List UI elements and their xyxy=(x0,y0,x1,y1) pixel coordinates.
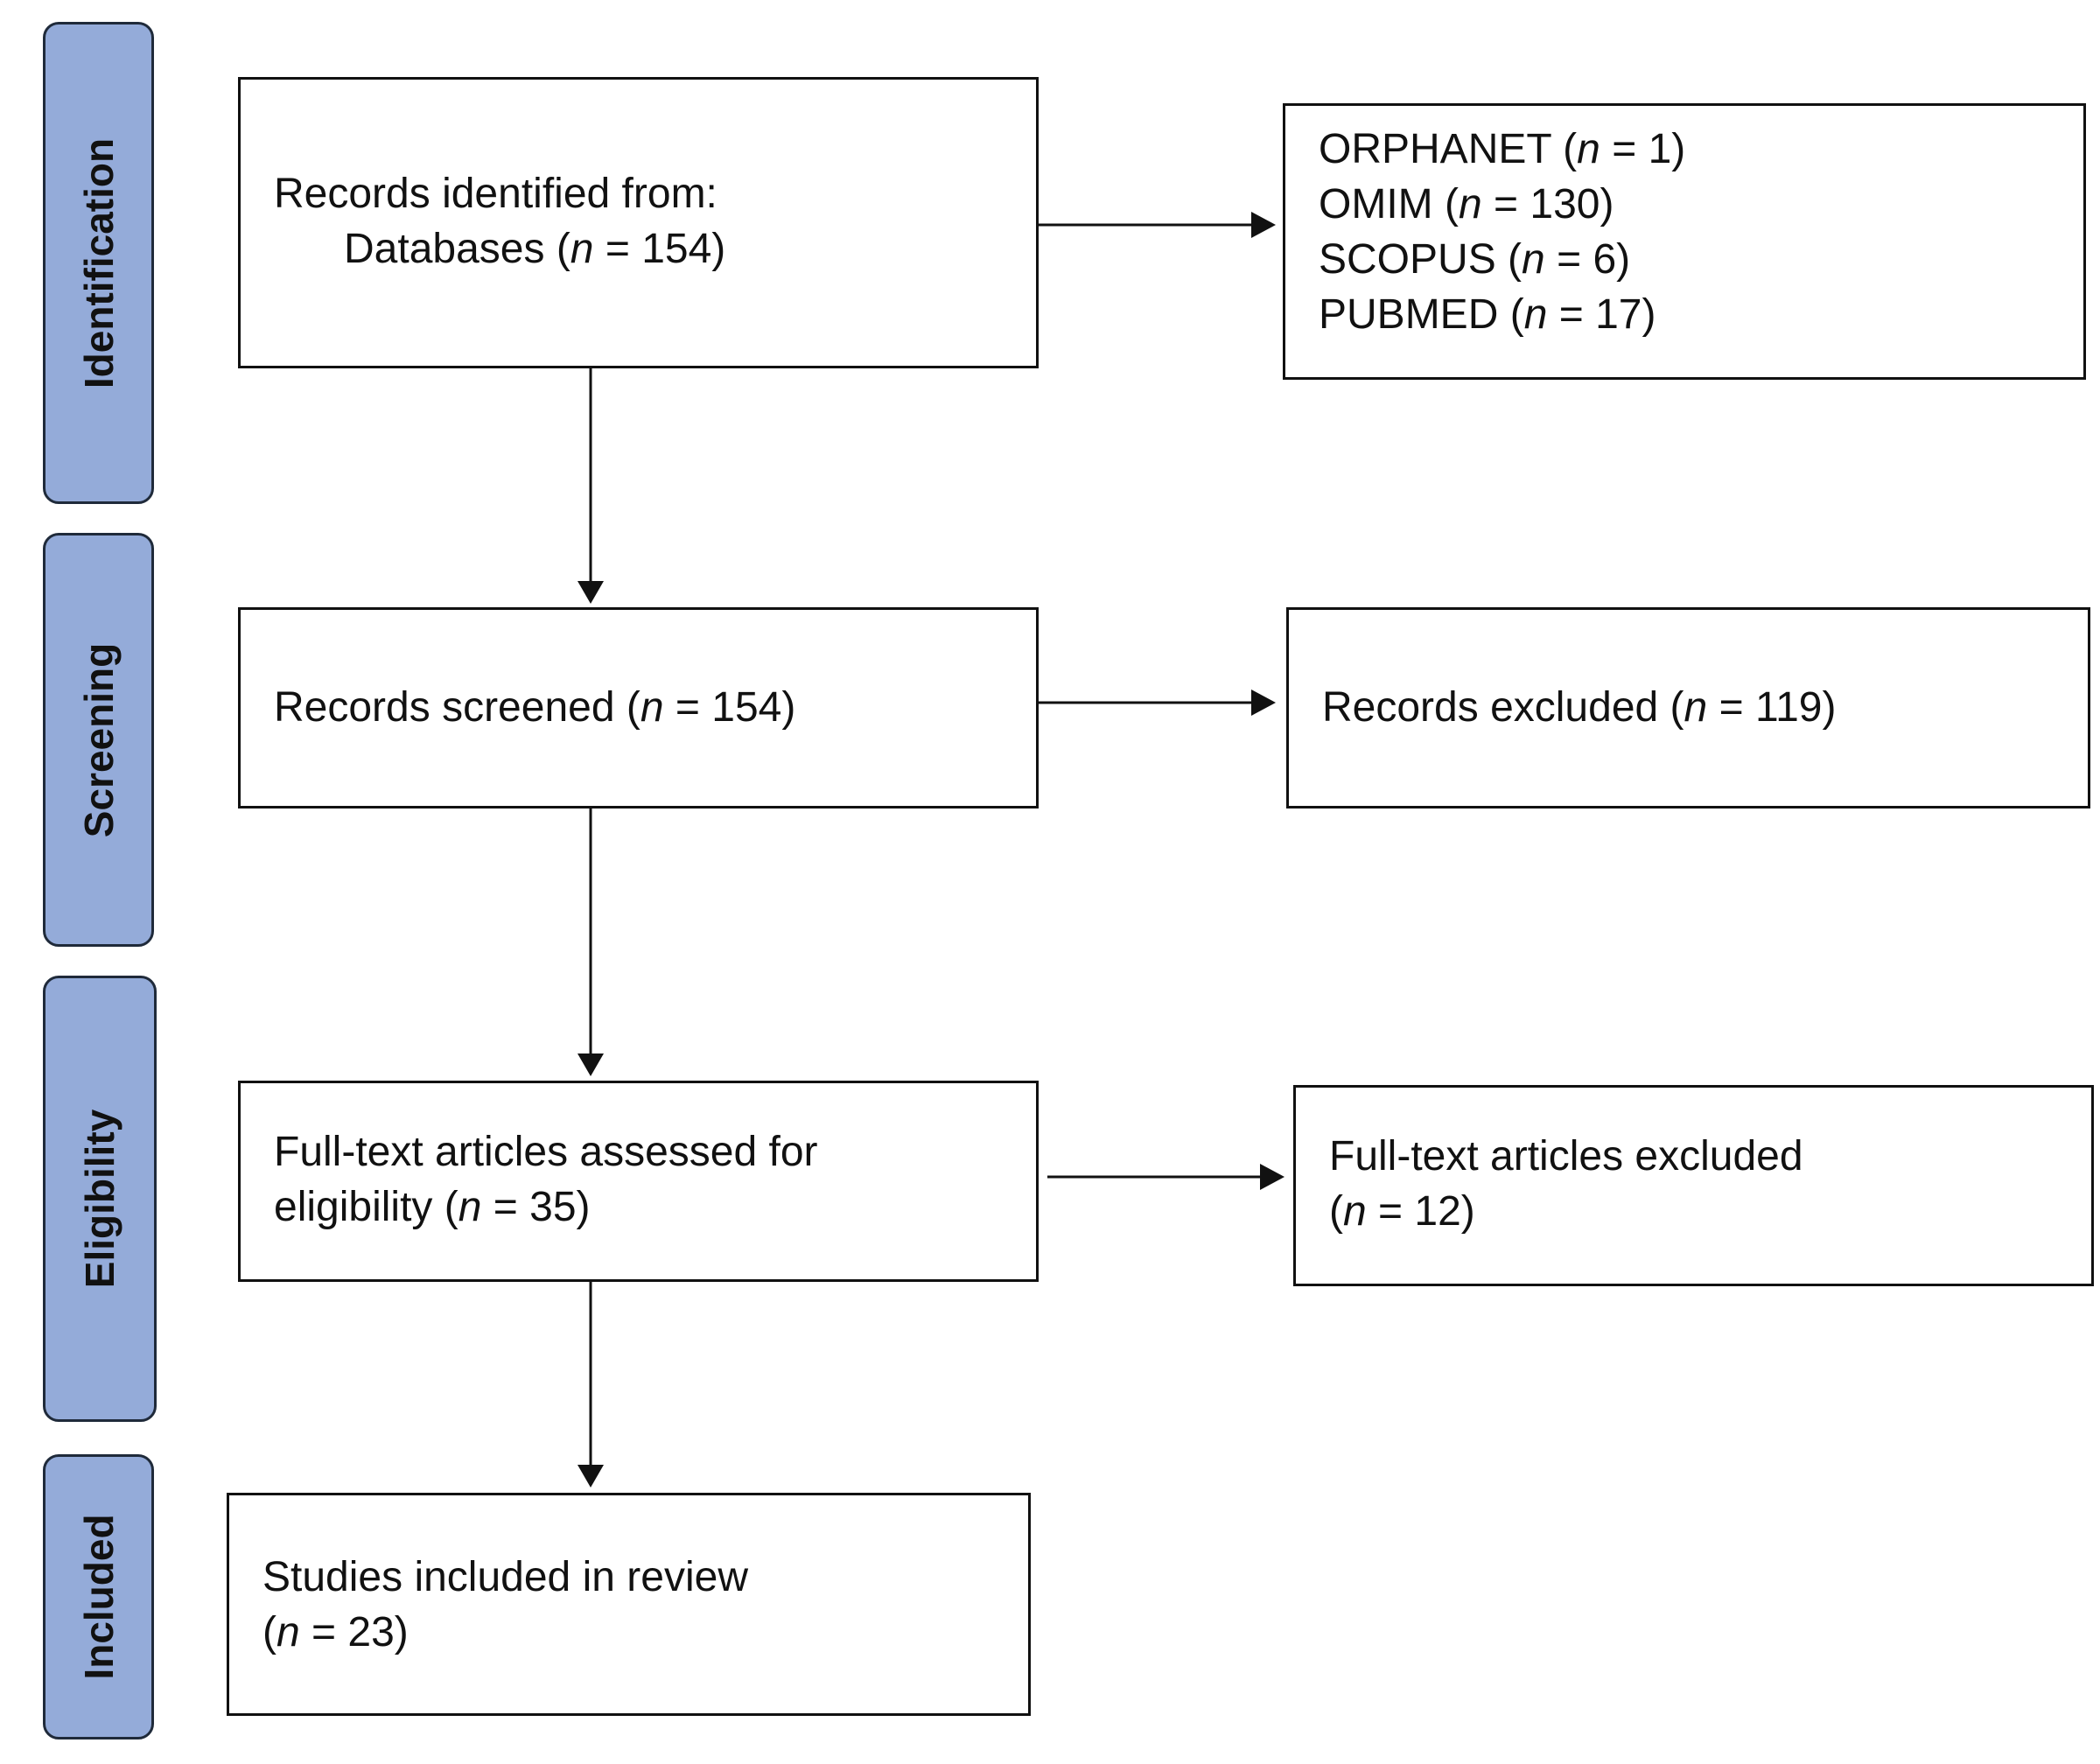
fulltext-assessed-count: eligibility (n = 35) xyxy=(274,1184,591,1230)
records-identified-title: Records identified from: xyxy=(274,171,718,217)
stage-tab-included: Included xyxy=(43,1454,154,1740)
fulltext-assessed-box: Full-text articles assessed for eligibil… xyxy=(238,1081,1039,1282)
source-scopus: SCOPUS (n = 6) xyxy=(1319,236,1631,283)
databases-count: Databases (n = 154) xyxy=(344,226,726,272)
records-screened-label: Records screened (n = 154) xyxy=(274,684,796,731)
arrowhead-included xyxy=(578,1465,604,1488)
source-orphanet: ORPHANET (n = 1) xyxy=(1319,126,1686,172)
arrowhead-fulltext xyxy=(578,1054,604,1076)
source-omim: OMIM (n = 130) xyxy=(1319,181,1614,228)
studies-included-box: Studies included in review (n = 23) xyxy=(227,1493,1031,1716)
fulltext-excluded-line1: Full-text articles excluded xyxy=(1329,1133,1803,1180)
records-screened-box: Records screened (n = 154) xyxy=(238,607,1039,808)
fulltext-assessed-line1: Full-text articles assessed for xyxy=(274,1129,818,1175)
studies-included-count: (n = 23) xyxy=(262,1609,409,1656)
records-excluded-box: Records excluded (n = 119) xyxy=(1286,607,2090,808)
stage-tab-screening: Screening xyxy=(43,533,154,947)
stage-tab-eligibility: Eligibility xyxy=(43,976,157,1422)
arrowhead-fulltext-excluded xyxy=(1260,1164,1284,1190)
studies-included-line1: Studies included in review xyxy=(262,1554,748,1600)
fulltext-excluded-count: (n = 12) xyxy=(1329,1188,1475,1235)
records-identified-box: Records identified from: Databases (n = … xyxy=(238,77,1039,368)
records-excluded-label: Records excluded (n = 119) xyxy=(1322,684,1837,731)
database-sources-box: ORPHANET (n = 1) OMIM (n = 130) SCOPUS (… xyxy=(1283,103,2086,380)
stage-tab-identification: Identification xyxy=(43,22,154,504)
arrowhead-excluded xyxy=(1251,690,1276,716)
arrowhead-sources xyxy=(1251,212,1276,238)
fulltext-excluded-box: Full-text articles excluded (n = 12) xyxy=(1293,1085,2094,1286)
source-pubmed: PUBMED (n = 17) xyxy=(1319,291,1656,338)
arrowhead-screened xyxy=(578,581,604,604)
